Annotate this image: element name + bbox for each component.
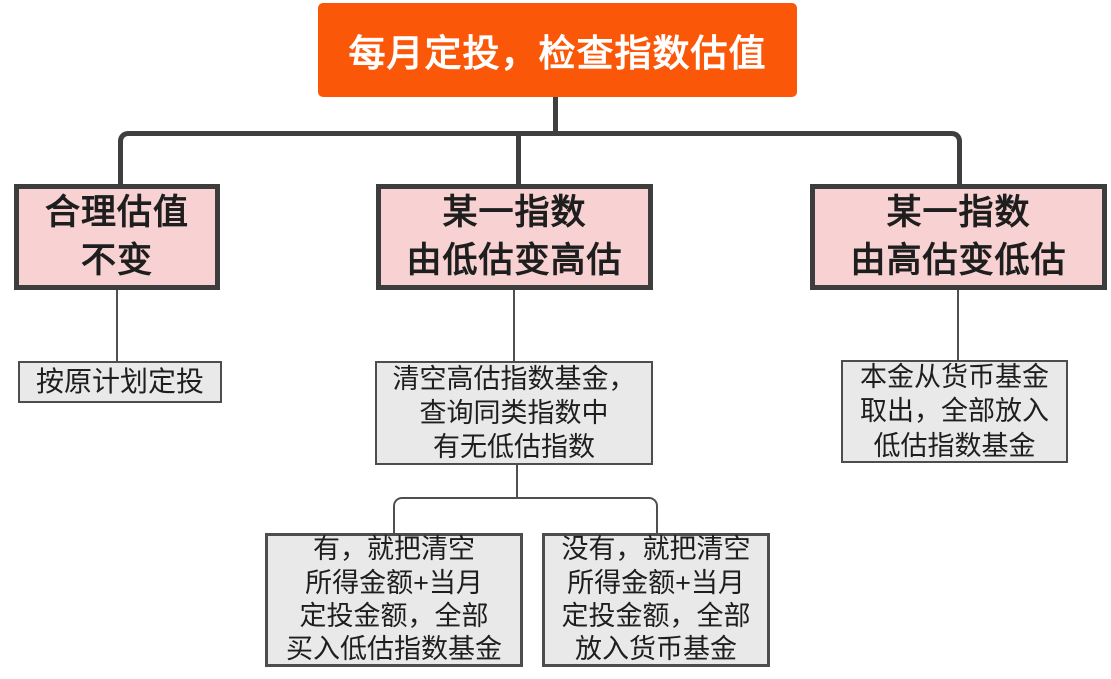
leaf-node-buy-undervalued-index-fund: 有，就把清空 所得金额+当月 定投金额，全部 买入低估指数基金 bbox=[265, 533, 523, 667]
connector-middle-condition-action bbox=[513, 290, 515, 361]
connector-root-middle-drop bbox=[516, 133, 521, 187]
condition-node-fair-valuation-unchanged: 合理估值 不变 bbox=[14, 184, 220, 290]
connector-left-condition-action bbox=[116, 290, 118, 361]
connector-root-feed bbox=[553, 97, 558, 136]
root-node: 每月定投，检查指数估值 bbox=[318, 3, 797, 97]
condition-node-index-low-to-high: 某一指数 由低估变高估 bbox=[376, 184, 653, 290]
action-node-move-principal-to-undervalued: 本金从货币基金 取出，全部放入 低估指数基金 bbox=[841, 360, 1068, 463]
action-node-invest-as-planned: 按原计划定投 bbox=[18, 361, 222, 403]
connector-subbranch-bracket bbox=[393, 497, 658, 533]
connector-middle-action-feed bbox=[516, 465, 518, 499]
action-node-sell-overvalued-check-peers: 清空高估指数基金， 查询同类指数中 有无低估指数 bbox=[375, 361, 653, 465]
connector-root-bracket bbox=[118, 131, 962, 187]
leaf-node-put-into-money-fund: 没有，就把清空 所得金额+当月 定投金额，全部 放入货币基金 bbox=[542, 533, 770, 667]
connector-right-condition-action bbox=[957, 290, 959, 360]
condition-node-index-high-to-low: 某一指数 由高估变低估 bbox=[810, 184, 1107, 290]
